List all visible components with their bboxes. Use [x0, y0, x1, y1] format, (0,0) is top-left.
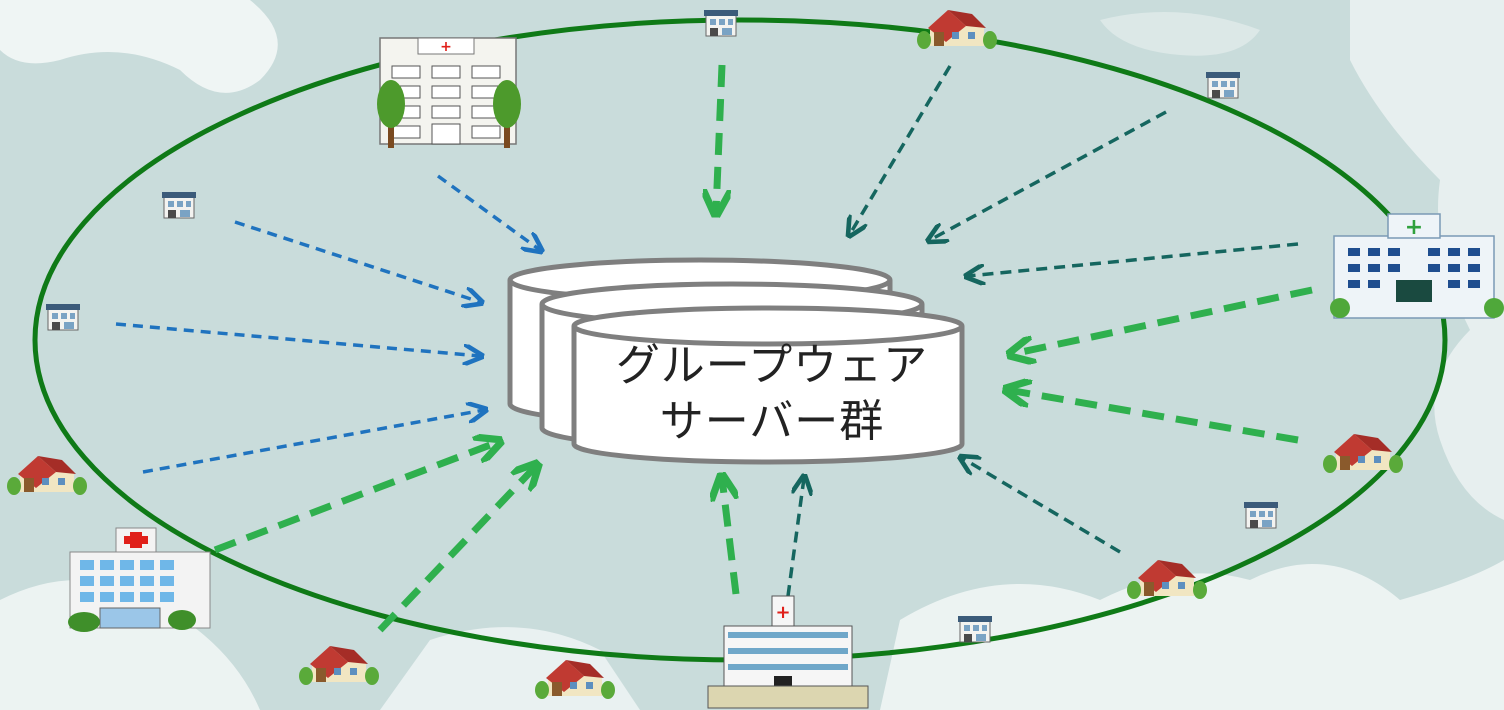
house-small: [1323, 434, 1403, 473]
arrow: [142, 410, 484, 474]
arrows-blue: [115, 174, 540, 474]
arrow: [722, 478, 740, 595]
hospital-top-left: +: [377, 37, 521, 148]
arrow: [1012, 286, 1313, 354]
server-group-label: グループウェア サーバー群: [583, 338, 961, 450]
server-label-line1: グループウェア: [615, 340, 929, 391]
server-group: [507, 257, 965, 465]
server-label-line2: サーバー群: [659, 396, 885, 447]
clinic-small: [161, 191, 197, 219]
hospital-right: +: [1330, 213, 1504, 319]
house-small: [7, 456, 87, 495]
server-cylinder-front: [571, 305, 965, 465]
svg-text:+: +: [1405, 215, 1423, 240]
arrow: [234, 220, 480, 302]
arrow: [716, 64, 722, 212]
arrow: [786, 478, 804, 597]
clinic-small: [45, 303, 81, 331]
arrow: [1008, 390, 1299, 444]
arrow: [968, 242, 1299, 276]
arrows-green: [213, 64, 1313, 633]
arrow: [436, 174, 540, 250]
hospital-bottom-center: +: [707, 595, 869, 709]
clinic-small: [1243, 501, 1279, 529]
clinic-small: [703, 9, 739, 37]
hospital-bottom-left: [68, 527, 211, 632]
clinic-small: [1205, 71, 1241, 99]
arrow: [930, 110, 1167, 240]
svg-text:+: +: [775, 602, 790, 623]
arrow: [962, 458, 1121, 554]
house-small: [299, 646, 379, 685]
arrow: [115, 322, 480, 356]
arrow: [213, 442, 498, 554]
arrow: [377, 466, 536, 633]
arrow: [850, 65, 952, 234]
svg-text:+: +: [440, 39, 452, 55]
clinic-small: [957, 615, 993, 643]
arrows-teal: [786, 65, 1299, 597]
